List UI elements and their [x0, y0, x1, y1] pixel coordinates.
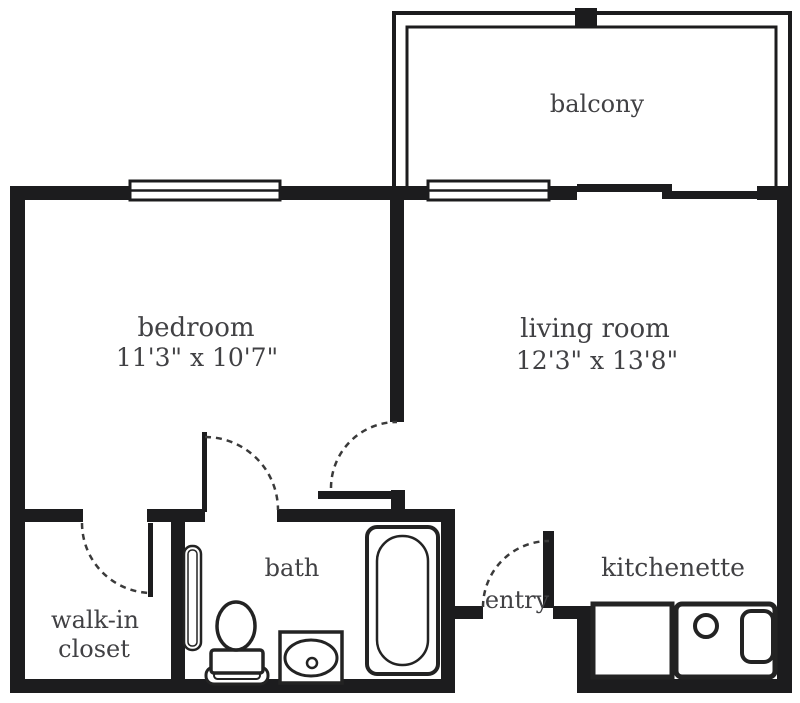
sliding-door-panel-outer [577, 184, 672, 192]
entry-door [543, 531, 554, 608]
bathtub-basin [375, 534, 430, 667]
top-wall-a [10, 186, 130, 200]
room-labels: balcony bedroom 11'3" x 10'7" living roo… [51, 90, 745, 663]
closet-bath-divider [171, 509, 185, 693]
entry-door-swing [481, 539, 550, 608]
kitchen-sink [740, 609, 775, 664]
bath-niche-wall [318, 491, 393, 499]
doors [80, 420, 554, 608]
kitchen-faucet [693, 613, 719, 639]
balcony [392, 8, 792, 200]
entry-label: entry [485, 586, 550, 614]
bottom-wall-b [577, 679, 792, 693]
sliding-door-panel-inner [662, 191, 757, 199]
top-wall-b [280, 186, 428, 200]
left-wall [10, 186, 25, 693]
interior-walls [20, 200, 591, 693]
kitchenette-label: kitchenette [601, 553, 745, 582]
bath-door [202, 432, 207, 512]
living-room-label: living room [520, 314, 670, 344]
bedroom-dimensions: 11'3" x 10'7" [116, 343, 278, 372]
right-wall [777, 186, 792, 693]
bath-right-wall [441, 509, 455, 693]
bath-top-wall-c [277, 509, 455, 522]
sink-drain [305, 656, 319, 670]
kitchen-fixtures [590, 601, 778, 680]
exterior-walls [10, 186, 792, 693]
range [590, 601, 675, 680]
bath-panel-inner [187, 549, 198, 647]
windows [128, 179, 757, 202]
closet-door-swing [80, 522, 153, 595]
balcony-post [575, 8, 597, 28]
kitchenette-left-wall [577, 606, 591, 691]
balcony-label: balcony [550, 90, 645, 118]
walk-in-closet-label-line1: walk-in [51, 606, 139, 634]
top-wall-c [549, 186, 577, 200]
living-room-door-swing [329, 420, 398, 489]
entry-jamb-left [455, 606, 483, 619]
bedroom-label: bedroom [137, 313, 254, 343]
walk-in-closet-label-line2: closet [58, 635, 130, 663]
living-room-dimensions: 12'3" x 13'8" [516, 346, 678, 375]
bath-door-swing [204, 435, 280, 511]
closet-door [148, 523, 153, 597]
toilet-bowl [215, 600, 257, 652]
bedroom-living-divider [390, 200, 404, 422]
bathroom-fixtures [182, 525, 440, 686]
bath-top-wall-a [20, 509, 83, 522]
toilet-tank [209, 648, 265, 675]
bath-label: bath [265, 554, 320, 582]
